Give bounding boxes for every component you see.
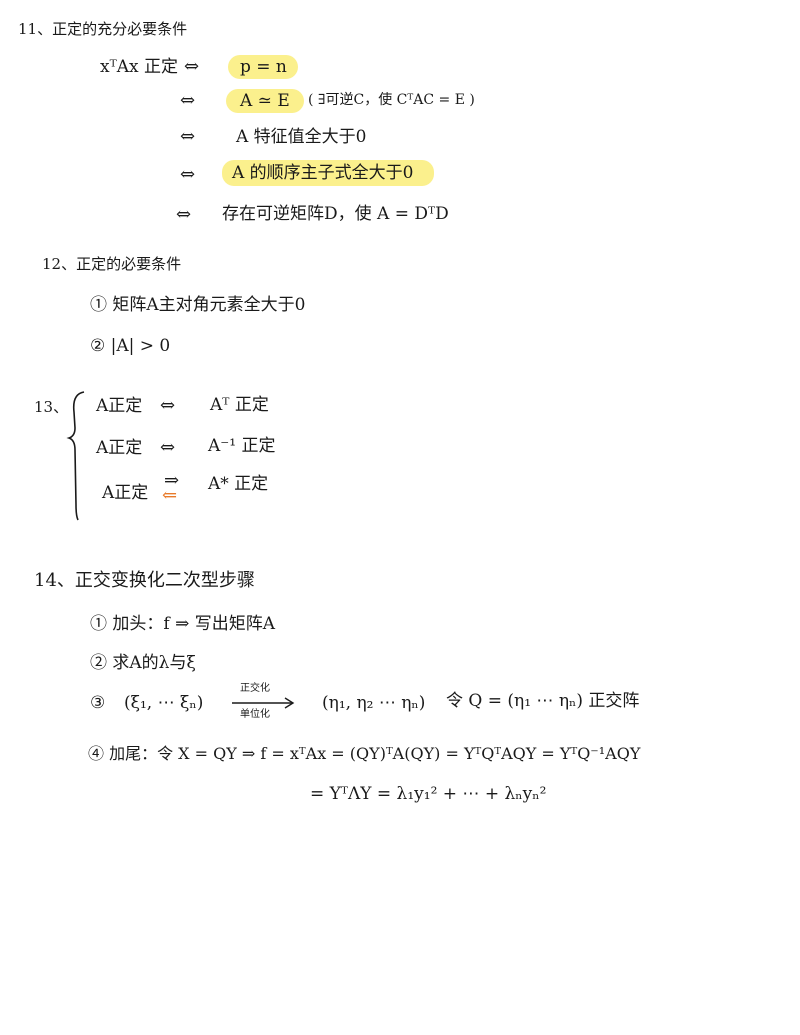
s11-rhs-1: p = n [240,57,287,77]
s14-step-3-number: ③ [90,693,106,713]
s14-step-3-over: 正交化 [240,683,270,694]
s12-item-2: ② |A| > 0 [90,336,171,356]
s13-row3-right: A* 正定 [208,474,269,494]
s13-row1-arrow: ⇔ [160,395,176,416]
section-11-title: 11、正定的充分必要条件 [18,20,188,38]
highlight-1 [228,55,298,79]
s14-step-1: ① 加头：f ⇒ 写出矩阵A [90,614,276,634]
s11-rhs-2: A ≃ E [240,91,290,111]
s11-arrow-5: ⇔ [176,204,192,225]
s14-step-2: ② 求A的λ与ξ [90,653,196,673]
s14-step-3-left: (ξ₁, ⋯ ξₙ) [124,693,204,713]
s13-row1-right: Aᵀ 正定 [210,395,269,415]
s11-rhs-5: 存在可逆矩阵D，使 A = DᵀD [222,204,449,224]
s13-row1-left: A正定 [96,396,143,416]
s14-step-3-under: 单位化 [240,709,270,720]
s12-item-1: ① 矩阵A主对角元素全大于0 [90,295,306,315]
s13-row3-left: A正定 [102,483,149,503]
s11-arrow-4: ⇔ [180,164,196,185]
s11-arrow-3: ⇔ [180,126,196,147]
s11-rhs-2-note: ( ∃可逆C，使 CᵀAC = E ) [308,92,475,108]
s11-arrow-1: ⇔ [184,56,200,77]
s14-step-3-right: (η₁, η₂ ⋯ ηₙ) [322,693,426,713]
section-12-title: 12、正定的必要条件 [42,255,182,273]
s11-rhs-4: A 的顺序主子式全大于0 [232,163,414,183]
s11-lhs: xᵀAx 正定 [100,57,178,77]
s14-step-4-line-1: ④ 加尾：令 X = QY ⇒ f = xᵀAx = (QY)ᵀA(QY) = … [88,744,641,763]
highlight-2 [226,89,304,113]
s11-arrow-2: ⇔ [180,90,196,111]
s13-row2-right: A⁻¹ 正定 [208,436,276,456]
s14-step-3-q: 令 Q = (η₁ ⋯ ηₙ) 正交阵 [446,691,640,711]
section-14-title: 14、正交变换化二次型步骤 [34,570,255,591]
highlight-4 [222,160,434,186]
s13-row2-arrow: ⇔ [160,437,176,458]
s14-step-4-line-2: = YᵀΛY = λ₁y₁² + ⋯ + λₙyₙ² [310,784,547,804]
s11-rhs-3: A 特征值全大于0 [236,127,367,147]
section-13-number: 13、 [34,398,69,416]
s13-row3-arrow-forward: ⇒ [164,470,180,491]
s13-row2-left: A正定 [96,438,143,458]
s13-row3-arrow-back: ⇐ [162,485,178,506]
